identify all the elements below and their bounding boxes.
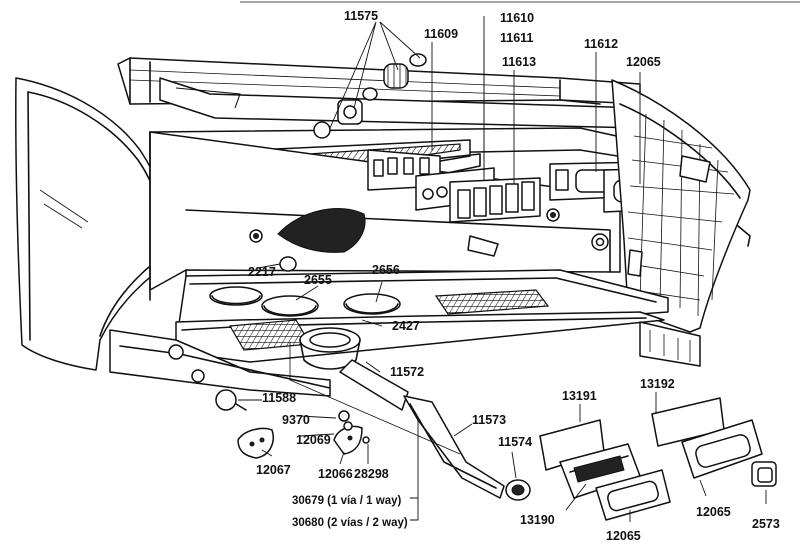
label-30680: 30680 (2 vías / 2 way) <box>292 517 408 529</box>
label-11609: 11609 <box>424 27 458 41</box>
label-2655: 2655 <box>304 273 332 287</box>
label-12065-top: 12065 <box>626 55 661 69</box>
small-parts <box>215 389 370 459</box>
label-12065-bot: 12065 <box>606 529 641 543</box>
part-labels: 11575 11609 11610 11611 11613 11612 1206… <box>248 9 780 543</box>
label-11574: 11574 <box>498 435 532 449</box>
label-11611: 11611 <box>500 31 533 45</box>
label-2427: 2427 <box>392 319 420 333</box>
right-bottom-parts <box>539 321 777 521</box>
label-12065-mid: 12065 <box>696 505 731 519</box>
label-12069: 12069 <box>296 433 331 447</box>
label-2656: 2656 <box>372 263 400 277</box>
switch-block-11613 <box>449 177 541 257</box>
label-13190: 13190 <box>520 513 555 527</box>
right-side-panel <box>611 79 751 333</box>
label-2573: 2573 <box>752 517 780 531</box>
back-panel <box>149 131 621 311</box>
label-11588: 11588 <box>262 391 296 405</box>
label-2217: 2217 <box>248 265 276 279</box>
upper-back-frame <box>117 57 641 129</box>
portafilter <box>289 327 531 501</box>
label-28298: 28298 <box>354 467 389 481</box>
label-9370: 9370 <box>282 413 310 427</box>
label-11572: 11572 <box>390 365 424 379</box>
bowls <box>209 256 401 317</box>
label-11613: 11613 <box>502 55 536 69</box>
label-11573: 11573 <box>472 413 506 427</box>
label-30679: 30679 (1 vía / 1 way) <box>292 495 401 507</box>
label-13192: 13192 <box>640 377 675 391</box>
label-12067: 12067 <box>256 463 291 477</box>
label-12066: 12066 <box>318 467 353 481</box>
label-11610: 11610 <box>500 11 534 25</box>
label-13191: 13191 <box>562 389 597 403</box>
label-11575: 11575 <box>344 9 378 23</box>
front-frame <box>109 329 331 397</box>
label-11612: 11612 <box>584 37 618 51</box>
knob-cluster-11575 <box>313 53 427 139</box>
drip-tray-deck <box>175 269 669 363</box>
leader-lines <box>238 16 767 522</box>
